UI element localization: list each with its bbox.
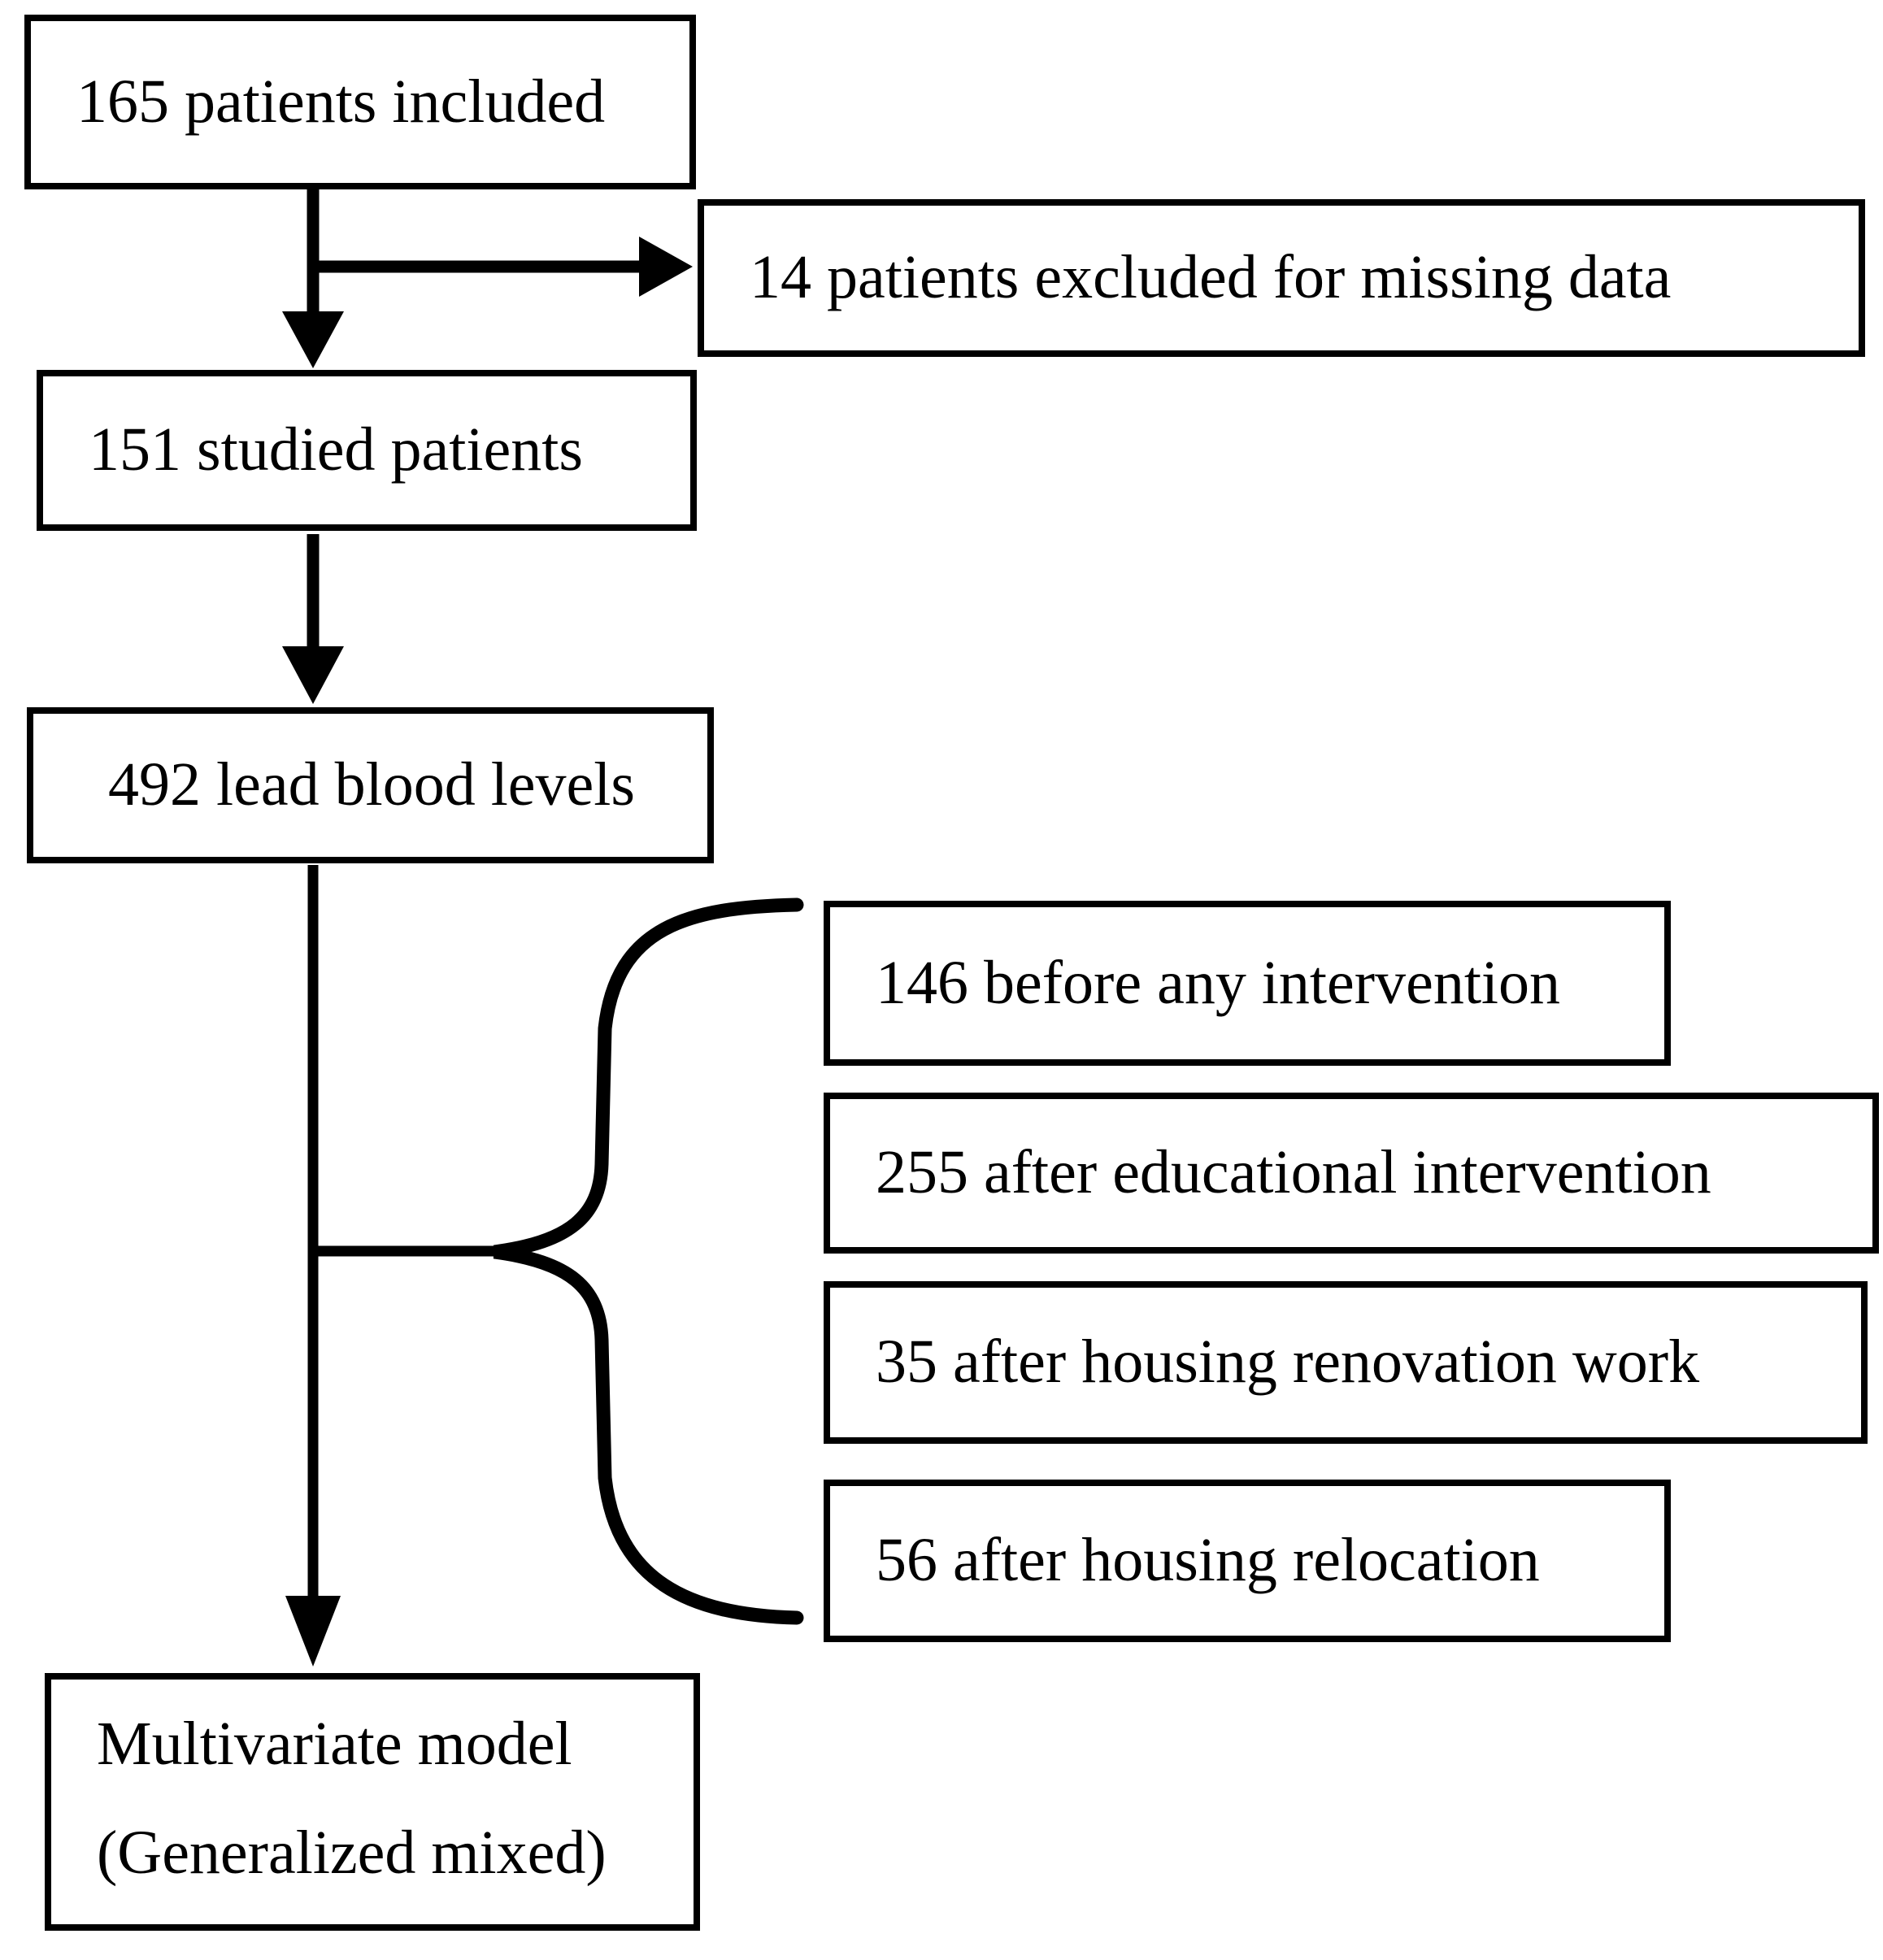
arrow-lead-to-model-head [285,1596,341,1667]
node-before-any-intervention-label: 146 before any intervention [876,948,1561,1017]
node-lead-blood-levels-label: 492 lead blood levels [108,750,635,819]
node-before-any-intervention: 146 before any intervention [824,901,1671,1066]
node-patients-included-label: 165 patients included [76,67,606,136]
node-multivariate-model-line2: (Generalized mixed) [97,1818,607,1887]
arrow-studied-to-lead-head [282,646,344,704]
node-after-housing-renovation: 35 after housing renovation work [824,1281,1868,1444]
arrow-to-excluded-head [639,237,693,297]
node-patients-included: 165 patients included [24,15,696,189]
node-after-housing-relocation-label: 56 after housing relocation [876,1526,1540,1595]
node-studied-patients-label: 151 studied patients [89,415,583,485]
node-after-housing-relocation: 56 after housing relocation [824,1480,1671,1642]
node-after-educational-intervention-label: 255 after educational intervention [876,1138,1711,1207]
node-after-educational-intervention: 255 after educational intervention [824,1093,1879,1254]
node-patients-excluded: 14 patients excluded for missing data [698,199,1865,357]
node-lead-blood-levels: 492 lead blood levels [27,707,714,863]
node-multivariate-model-line1: Multivariate model [97,1710,572,1778]
grouping-brace [493,897,804,1625]
node-after-housing-renovation-label: 35 after housing renovation work [876,1328,1700,1397]
node-studied-patients: 151 studied patients [37,370,697,531]
arrow-included-to-studied-head [282,311,344,368]
node-multivariate-model: Multivariate model (Generalized mixed) [45,1673,700,1931]
node-patients-excluded-label: 14 patients excluded for missing data [750,243,1672,312]
